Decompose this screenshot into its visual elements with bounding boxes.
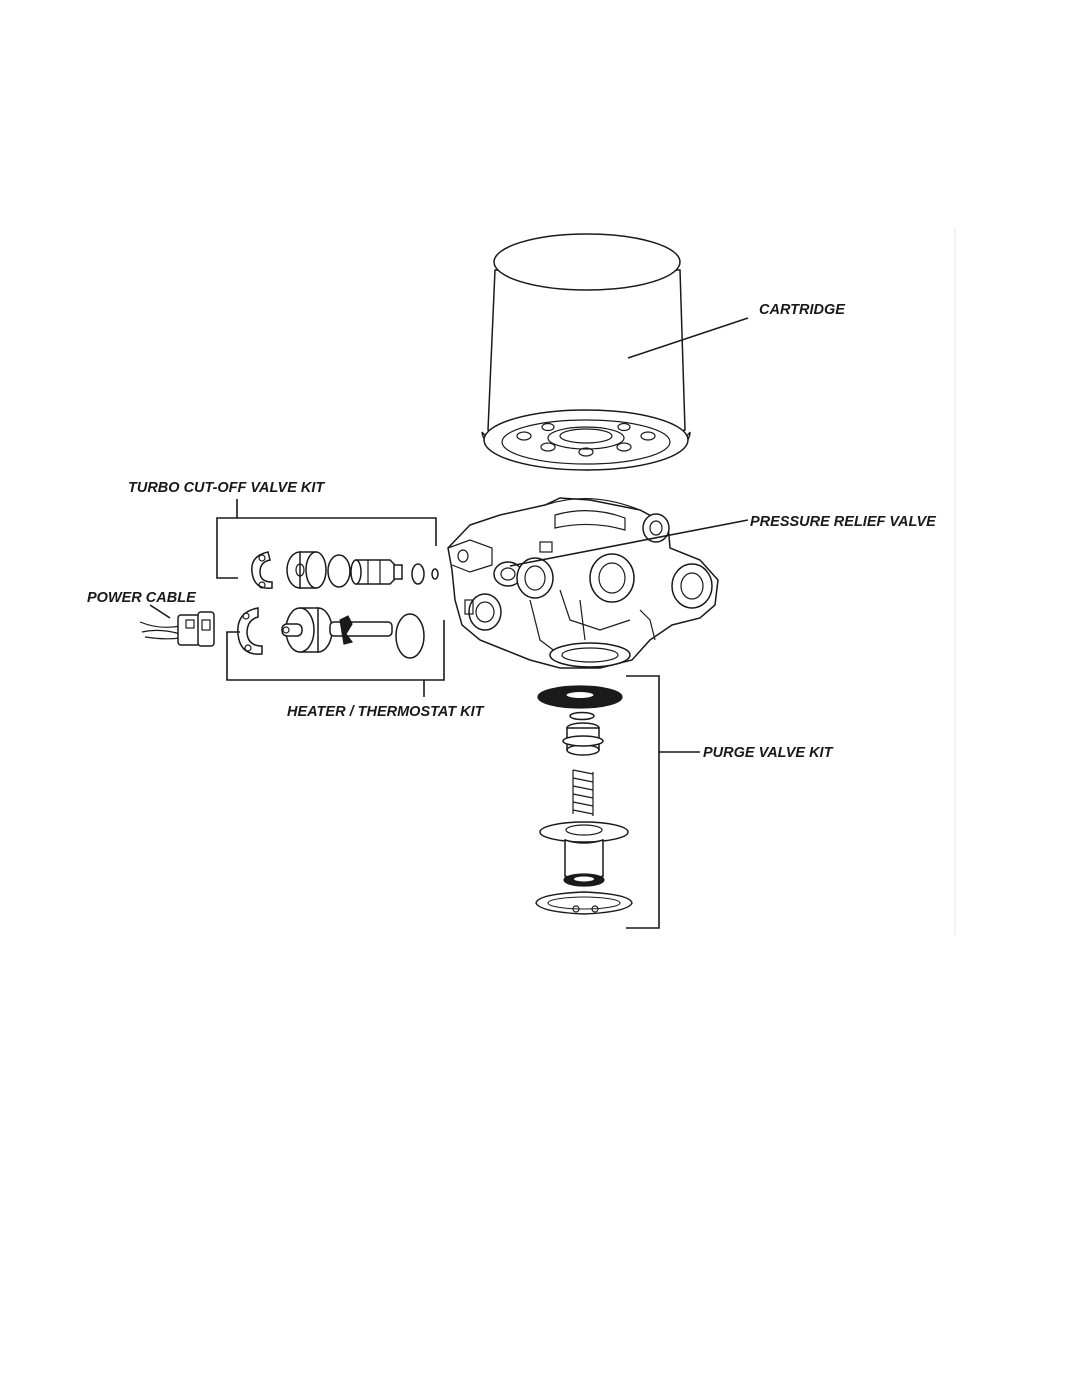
power-cable-label: POWER CABLE bbox=[87, 590, 197, 606]
cartridge-label: CARTRIDGE bbox=[759, 302, 846, 318]
purge-valve-kit-label: PURGE VALVE KIT bbox=[703, 745, 834, 761]
turbo-cutoff-parts bbox=[251, 551, 439, 589]
turbo-cutoff-valve-kit-label: TURBO CUT-OFF VALVE KIT bbox=[128, 480, 325, 496]
pressure-relief-valve-label: PRESSURE RELIEF VALVE bbox=[750, 514, 937, 530]
heater-thermostat-kit-label: HEATER / THERMOSTAT KIT bbox=[287, 704, 485, 720]
purge-kit-bracket bbox=[626, 675, 660, 929]
turbo-kit-bracket-left bbox=[216, 499, 238, 579]
cartridge-leader-line bbox=[627, 317, 749, 359]
heater-kit-bracket bbox=[226, 620, 445, 681]
turbo-kit-bracket-top bbox=[237, 517, 437, 546]
purge-valve-parts bbox=[535, 685, 633, 915]
power-cable-leader-line bbox=[149, 604, 171, 619]
pressure-relief-leader-line bbox=[509, 519, 749, 567]
dryer-housing-part bbox=[447, 497, 719, 669]
cartridge-part bbox=[481, 233, 691, 471]
heater-thermostat-parts bbox=[139, 607, 425, 659]
